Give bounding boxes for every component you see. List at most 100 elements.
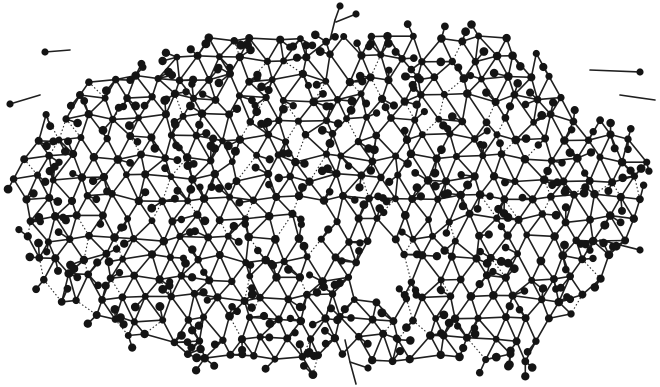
atom-node [395,336,402,343]
atom-node [192,353,201,362]
atom-node [521,358,529,366]
atom-node [51,212,60,221]
atom-node [265,333,273,341]
atom-node [285,149,293,157]
atom-node [489,291,498,300]
atom-node [471,135,479,143]
atom-node [186,185,195,194]
atom-node [286,173,294,181]
atom-node [120,240,128,248]
atom-node [320,196,329,205]
atom-node [141,102,149,110]
covalent-bond [438,199,450,222]
atom-node [97,220,105,228]
atom-node [119,293,127,301]
atom-node [373,215,380,222]
covalent-bond [410,355,441,359]
atom-node [617,193,625,201]
atom-node [183,153,192,162]
atom-node [162,49,170,57]
atom-node [478,76,485,83]
hydrogen-bond [439,95,445,120]
atom-node [141,170,149,178]
atom-node [581,169,588,176]
atom-node [562,203,570,211]
atom-node [67,102,75,110]
atom-node [64,137,72,145]
covalent-bond [298,121,326,122]
atom-node [58,298,66,306]
covalent-bond [253,174,268,200]
atom-node [537,257,546,266]
atom-node [484,127,491,134]
chain-end-bond [350,362,356,384]
atom-node [309,97,318,106]
atom-node [586,177,594,185]
atom-node [560,136,569,145]
atom-node [201,216,210,225]
covalent-bond [354,300,372,320]
atom-node [43,111,50,118]
atom-node [73,274,81,282]
hydrogen-bond [347,119,359,142]
atom-node [557,284,565,292]
atom-node [290,102,297,109]
atom-node [305,82,312,89]
atom-node [225,233,232,240]
atom-node [483,271,491,279]
atom-node [85,232,93,240]
atom-node [55,228,63,236]
covalent-bond [600,157,612,182]
atom-node [289,42,297,50]
atom-node [412,286,419,293]
atom-node [142,293,149,300]
atom-node [168,173,175,180]
atom-node [467,20,476,29]
atom-node [408,195,416,203]
atom-node [331,334,339,342]
atom-node [42,142,51,151]
atom-node [100,173,108,181]
atom-node [35,254,43,262]
atom-node [486,192,494,200]
atom-node [541,135,549,143]
covalent-bond [383,334,393,361]
atom-node [284,295,292,303]
atom-node [291,329,298,336]
atom-node [537,111,546,120]
atom-node [578,291,586,299]
covalent-bond [467,338,496,340]
covalent-bond [249,38,280,40]
atom-node [609,243,617,251]
atom-node [225,312,234,321]
atom-node [548,157,556,165]
atom-node [155,302,164,311]
covalent-bond [126,175,138,201]
atom-node [370,145,379,154]
atom-node [347,314,355,322]
atom-node [394,172,401,179]
atom-node [426,331,435,340]
atom-node [204,297,211,304]
atom-node [589,237,598,246]
atom-node [600,221,609,230]
covalent-bond [377,218,396,239]
atom-node [533,50,540,57]
atom-node [392,235,400,243]
atom-node [271,235,280,244]
atom-node [460,74,469,83]
atom-node [432,315,439,322]
atom-node [385,178,393,186]
atom-node [233,177,241,185]
covalent-bond [188,294,194,320]
atom-node [313,81,321,89]
atom-node [560,241,569,250]
atom-node [373,109,380,116]
atom-node [341,305,349,313]
atom-node [437,145,446,154]
atom-node [254,74,261,81]
atom-node [591,283,600,292]
atom-node [73,211,81,219]
atom-node [396,285,403,292]
atom-node [543,167,552,176]
